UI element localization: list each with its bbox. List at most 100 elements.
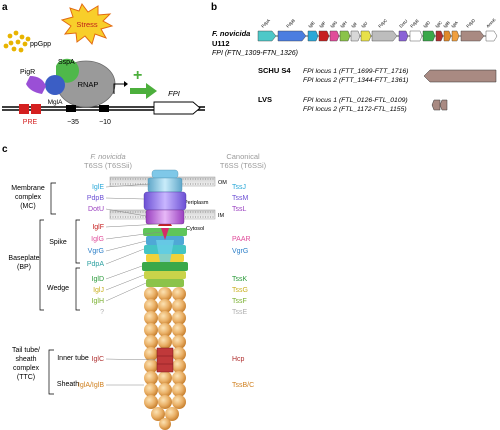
inner-tube-label: Inner tube <box>57 355 89 362</box>
panel-a-letter: a <box>2 2 8 13</box>
gene-label: PdpB <box>285 18 296 29</box>
rnap-label: RNAP <box>78 80 99 89</box>
mgla-shape <box>45 75 65 95</box>
strain-u112: U112 <box>212 39 230 48</box>
pigr-shape <box>26 76 46 94</box>
minus35-box <box>66 105 76 112</box>
label-paar: PAAR <box>232 236 251 243</box>
gene-label: PdpA <box>260 18 271 29</box>
gene-label: IglA <box>450 20 459 29</box>
tss-bent-arrow <box>113 83 124 94</box>
label-tssg: TssG <box>232 287 248 294</box>
label-pdpb: PdpB <box>87 195 104 202</box>
minus10-label: −10 <box>99 119 111 126</box>
ttc-label-3: complex <box>13 365 40 372</box>
gene-label: DotU <box>398 18 408 28</box>
mc-label-3: (MC) <box>20 203 36 210</box>
activation-arrow-icon <box>130 83 157 99</box>
stress-label: Stress <box>76 20 98 29</box>
membrane-labels: OM Periplasm IM Cytosol <box>184 180 227 232</box>
gene-label: PdpE <box>409 18 420 29</box>
strain-lvs: LVS <box>258 95 272 104</box>
category-labels: Membrane complex (MC) Baseplate (BP) Spi… <box>8 185 88 388</box>
schu-pdpd-arrow <box>423 69 497 83</box>
header-novicida: F. novicida <box>90 152 125 161</box>
gene-label: IglD <box>422 20 431 29</box>
panel-c-letter: c <box>2 144 8 155</box>
header-canonical: Canonical <box>226 152 260 161</box>
mc-label-1: Membrane <box>11 185 45 192</box>
label-vgrg-right: VgrG <box>232 248 248 255</box>
strain-novicida: F. novicida <box>212 29 250 38</box>
cytosol-label: Cytosol <box>186 226 204 232</box>
category-brackets <box>39 182 80 395</box>
label-tssf: TssF <box>232 298 247 305</box>
pre-label: PRE <box>23 119 38 126</box>
label-tssj: TssJ <box>232 184 246 191</box>
label-tssk: TssK <box>232 276 248 283</box>
om-label: OM <box>218 180 227 186</box>
ttc-label-1: Tail tube/ <box>12 347 40 354</box>
gene-label: IglG <box>329 20 338 29</box>
label-iglc: IglC <box>92 356 104 363</box>
sspa-label: SspA <box>58 59 75 66</box>
label-unknown: ? <box>100 309 104 316</box>
label-iglf: IglF <box>92 224 104 231</box>
label-dotu: DotU <box>88 206 104 213</box>
baseplate-wedge <box>142 262 188 287</box>
gene-name-labels: PdpA PdpB IglE IglF IglG IglH IglI IglJ … <box>260 17 497 29</box>
baseplate-spike <box>143 214 187 262</box>
left-protein-labels: IglE PdpB DotU IglF IglG VgrG PdpA IglD … <box>78 184 104 389</box>
plus-sign: + <box>133 67 142 84</box>
gene-label: IglE <box>307 20 316 29</box>
mc-label-2: complex <box>15 194 42 201</box>
strain-schu-s4: SCHU S4 <box>258 66 291 75</box>
pre-box <box>19 104 29 114</box>
label-iglg: IglG <box>91 236 104 243</box>
gene-label: IglC <box>434 20 443 29</box>
fpi-range: FPI (FTN_1309-FTN_1326) <box>212 50 298 57</box>
label-vgrg-left: VgrG <box>88 248 104 255</box>
label-iglj: IglJ <box>93 287 104 294</box>
label-tsse: TssE <box>232 309 248 316</box>
bp-label-1: Baseplate <box>8 255 39 262</box>
lvs-fragment-arrow-2 <box>439 99 448 111</box>
ppgpp-label: ppGpp <box>30 41 51 48</box>
gene-label: IglJ <box>360 21 368 29</box>
sspa-shape <box>56 58 80 83</box>
lvs-locus-2: FPI locus 2 (FTL_1172-FTL_1155) <box>303 106 407 113</box>
gene-label: PdpD <box>465 18 476 29</box>
header-t6ssii: T6SS (T6SSii) <box>84 161 132 170</box>
pigr-label: PigR <box>20 69 35 76</box>
ppgpp-molecules <box>3 30 31 53</box>
mgla-label: MglA <box>48 99 63 106</box>
label-iglh: IglH <box>92 298 104 305</box>
im-label: IM <box>218 213 225 219</box>
header-t6ssi: T6SS (T6SSi) <box>220 161 267 170</box>
right-protein-labels: TssJ TssM TssL PAAR VgrG TssK TssG TssF … <box>232 184 254 389</box>
spike-label: Spike <box>49 239 67 246</box>
minus35-label: −35 <box>67 119 79 126</box>
panel-b-letter: b <box>211 2 217 13</box>
stress-burst-icon: Stress <box>60 3 114 46</box>
fpi-label: FPI <box>168 89 180 98</box>
bp-label-2: (BP) <box>17 264 31 271</box>
gene-label: IglB <box>442 20 451 29</box>
minus10-box <box>99 105 109 112</box>
label-igle: IglE <box>92 184 104 191</box>
lvs-locus-1: FPI locus 1 (FTL_0126-FTL_0109) <box>303 97 408 104</box>
gene-map <box>257 30 498 42</box>
schu-locus-1: FPI locus 1 (FTT_1699-FTT_1716) <box>303 68 408 75</box>
periplasm-label: Periplasm <box>184 200 209 206</box>
gene-label: AnmK <box>485 17 497 29</box>
lvs-fragment-arrow-1 <box>431 99 441 111</box>
label-tssbc: TssB/C <box>232 382 254 389</box>
ttc-label-2: sheath <box>15 356 36 363</box>
gene-label: IglH <box>339 20 348 29</box>
leader-lines <box>105 183 162 386</box>
ttc-label-4: (TTC) <box>17 374 35 381</box>
schu-locus-2: FPI locus 2 (FTT_1344-FTT_1361) <box>303 77 408 84</box>
membrane-complex <box>143 169 187 225</box>
label-tssl: TssL <box>232 206 247 213</box>
